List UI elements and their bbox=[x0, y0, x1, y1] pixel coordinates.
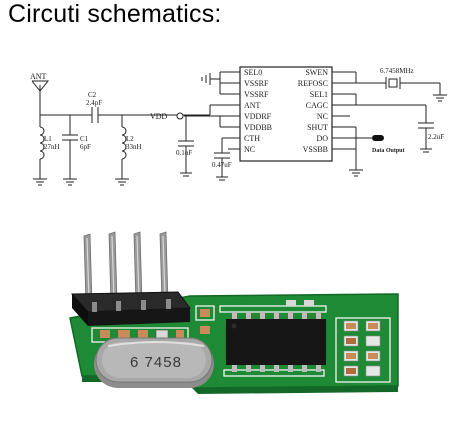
ic-pin-label: CTH bbox=[244, 134, 260, 143]
capacitor-c2 bbox=[91, 107, 99, 123]
ic-pin-label: ANT bbox=[244, 101, 261, 110]
crystal-marking: 6 7458 bbox=[130, 354, 182, 371]
ic-pin-label: SWEN bbox=[305, 68, 328, 77]
ic-pin-label: DO bbox=[316, 134, 328, 143]
silkscreen-marks bbox=[91, 305, 391, 383]
ic-pin-label: VDDRF bbox=[244, 112, 272, 121]
l1-value: 27nH bbox=[44, 143, 60, 151]
capacitor-cth bbox=[214, 138, 230, 181]
receiver-ic-chip bbox=[226, 312, 326, 372]
vdd-label: VDD bbox=[150, 112, 168, 121]
ground-symbol bbox=[63, 178, 77, 186]
c-vdd-value: 0.1uF bbox=[176, 149, 192, 157]
l1-ref: L1 bbox=[44, 135, 52, 143]
capacitor-vdd-decoupling bbox=[178, 116, 194, 177]
inductor-l1 bbox=[39, 115, 45, 179]
ic-pin-label: SHUT bbox=[307, 123, 328, 132]
ic-pin-label: REFOSC bbox=[298, 79, 328, 88]
receiver-ic-body bbox=[239, 66, 333, 162]
data-output-label: Data Output bbox=[372, 148, 405, 154]
ic-right-pin-leads bbox=[332, 71, 372, 150]
smd-components bbox=[100, 300, 314, 340]
crystal-symbol bbox=[370, 77, 447, 102]
ic-pin-label: CAGC bbox=[306, 101, 328, 110]
c2-ref: C2 bbox=[88, 91, 97, 99]
ic-left-pin-leads bbox=[184, 71, 240, 150]
c1-ref: C1 bbox=[80, 135, 89, 143]
antenna-label: ANT bbox=[30, 72, 47, 81]
ground-symbol bbox=[115, 178, 129, 186]
ic-pin-label: VDDBB bbox=[244, 123, 272, 132]
data-output-terminal bbox=[372, 135, 384, 141]
c1-value: 6pF bbox=[80, 143, 91, 151]
ground-symbol bbox=[33, 178, 47, 186]
inductor-l2 bbox=[121, 115, 127, 179]
page-title: Circuti schematics: bbox=[8, 0, 222, 28]
crystal-value: 6.7458MHz bbox=[380, 67, 414, 75]
l2-ref: L2 bbox=[126, 135, 134, 143]
ground-symbol bbox=[349, 169, 363, 177]
ground-symbol bbox=[201, 73, 211, 85]
capacitor-c1 bbox=[62, 115, 78, 179]
crystal-oscillator: 6 7458 bbox=[94, 337, 214, 388]
rf-receiver-module-illustration: 6 7458 bbox=[69, 231, 399, 394]
ic-pin-label: NC bbox=[317, 112, 328, 121]
capacitor-agc bbox=[356, 104, 434, 153]
ic-pin-label: VSSRF bbox=[244, 79, 269, 88]
l2-value: 33nH bbox=[126, 143, 142, 151]
smd-components-right bbox=[343, 320, 381, 377]
c-cth-value: 0.47uF bbox=[212, 161, 232, 169]
ic-right-pin-names: SWEN REFOSC SEL1 CAGC NC SHUT DO VSSBB bbox=[298, 68, 328, 154]
ic-pin-label: SEL1 bbox=[310, 90, 328, 99]
antenna-symbol bbox=[31, 80, 50, 115]
ic-pin-label: NC bbox=[244, 145, 255, 154]
c2-value: 2.4pF bbox=[86, 99, 102, 107]
circuit-schematic: ANT C2 2.4pF L1 27nH C1 6pF L2 33nH VDD … bbox=[30, 66, 447, 186]
ic-pin-label: SEL0 bbox=[244, 68, 262, 77]
ic-pin-label: VSSRF bbox=[244, 90, 269, 99]
ic-pin-label: VSSBB bbox=[303, 145, 328, 154]
ic-left-pin-names: SEL0 VSSRF VSSRF ANT VDDRF VDDBB CTH NC bbox=[244, 68, 272, 154]
c-out-value: 2.2uF bbox=[428, 133, 444, 141]
